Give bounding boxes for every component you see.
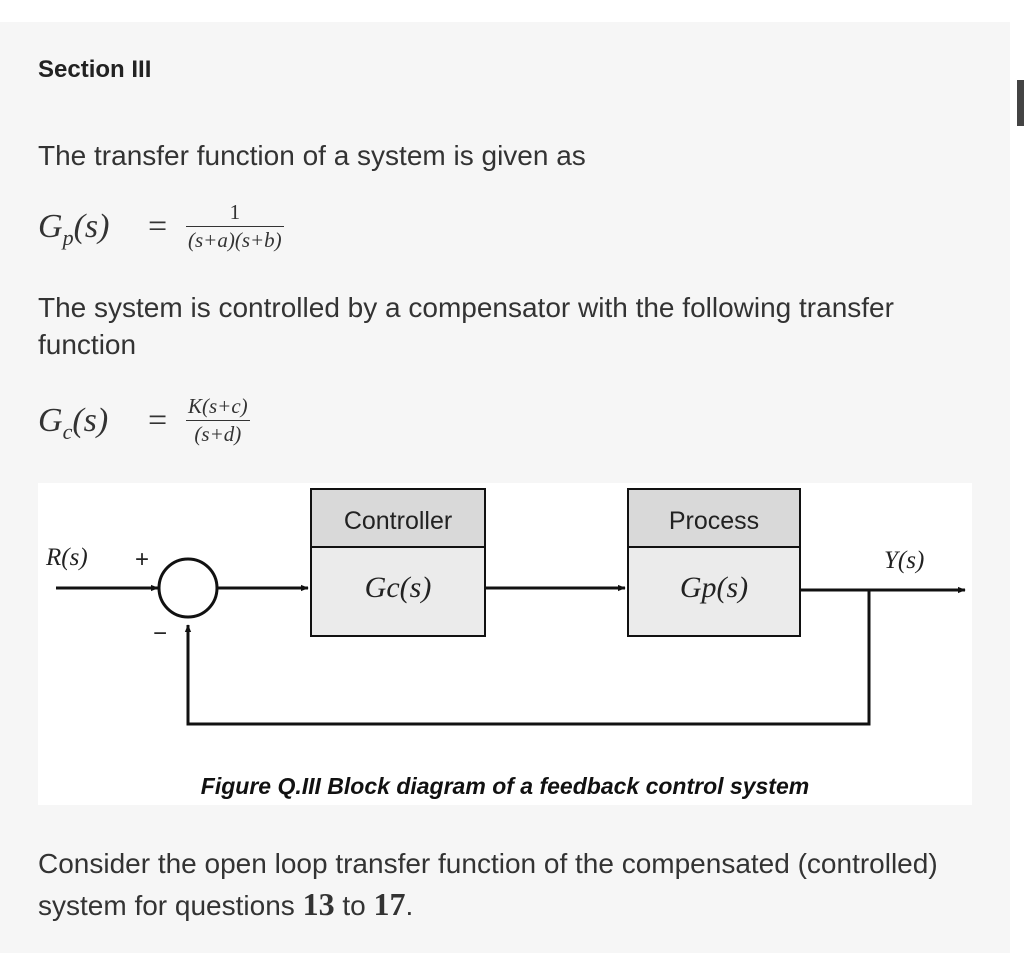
section-title: Section III <box>38 56 152 83</box>
controller-header <box>310 488 486 548</box>
question-end-number: 17 <box>373 886 406 922</box>
summing-junction <box>157 557 219 619</box>
gc-numerator: K(s+c) <box>188 394 248 418</box>
gc-fraction-bar <box>186 420 250 421</box>
gc-subscript: c <box>62 418 73 444</box>
gp-fraction-bar <box>186 226 284 227</box>
process-title: Process <box>669 507 759 535</box>
process-body <box>627 546 801 637</box>
gc-fraction: K(s+c) (s+d) <box>186 394 250 447</box>
closing-text-before: Consider the open loop transfer function… <box>38 848 938 921</box>
closing-text: Consider the open loop transfer function… <box>38 843 938 926</box>
scrollbar-thumb[interactable] <box>1017 80 1024 126</box>
gp-denominator: (s+a)(s+b) <box>188 228 282 252</box>
process-tf: Gp(s) <box>680 571 748 604</box>
gc-argument: (s) <box>72 402 109 439</box>
gc-equals: = <box>148 402 168 439</box>
compensator-text: The system is controlled by a compensato… <box>38 292 894 360</box>
question-start-number: 13 <box>302 886 335 922</box>
gc-denominator: (s+d) <box>194 422 242 446</box>
feedback-path <box>184 590 871 726</box>
controller-title: Controller <box>344 507 452 535</box>
gp-symbol: G <box>38 208 63 245</box>
gp-argument: (s) <box>73 208 110 245</box>
block-diagram-figure: Controller Gc(s) Process Gp(s) R(s) + − … <box>38 483 972 805</box>
gp-fraction: 1 (s+a)(s+b) <box>186 200 284 253</box>
gc-symbol: G <box>38 402 63 439</box>
controller-body <box>310 546 486 637</box>
closing-text-mid: to <box>334 890 374 921</box>
closing-text-after: . <box>405 890 414 921</box>
minus-sign: − <box>153 620 167 647</box>
input-label: R(s) <box>45 544 88 571</box>
figure-caption: Figure Q.III Block diagram of a feedback… <box>200 773 810 799</box>
plus-sign: + <box>135 546 149 573</box>
intro-text: The transfer function of a system is giv… <box>38 140 586 171</box>
controller-tf: Gc(s) <box>365 571 432 604</box>
gp-numerator: 1 <box>229 200 241 224</box>
gp-subscript: p <box>62 224 74 250</box>
output-label: Y(s) <box>884 547 924 574</box>
gp-equals: = <box>148 208 168 245</box>
block-diagram-svg: Controller Gc(s) Process Gp(s) R(s) + − … <box>45 488 966 726</box>
